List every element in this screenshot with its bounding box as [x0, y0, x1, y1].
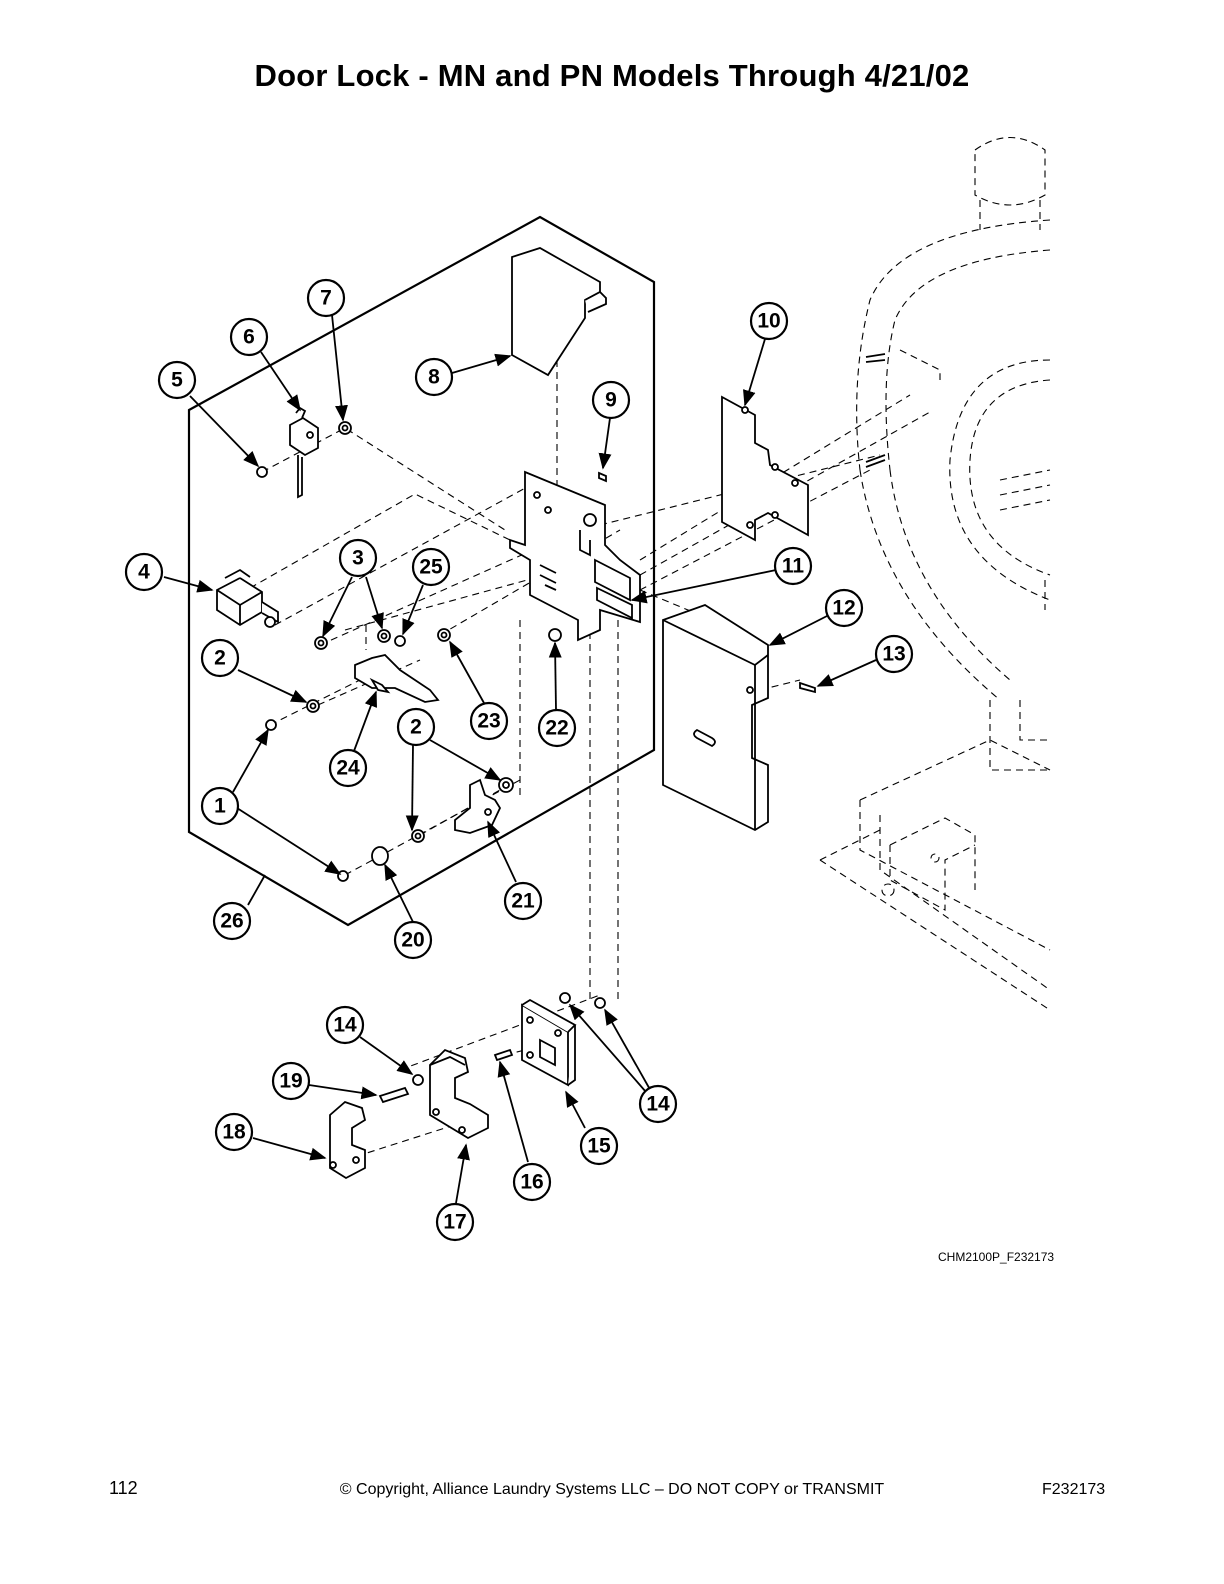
svg-text:2: 2 [410, 716, 422, 739]
part-17-block [429, 1048, 489, 1140]
callout-14-left: 14 [325, 1005, 365, 1045]
svg-text:17: 17 [443, 1211, 466, 1234]
callout-16: 16 [512, 1162, 552, 1202]
part-21-latch-plate [454, 778, 502, 834]
part-11-bracket [509, 470, 641, 642]
svg-text:9: 9 [605, 389, 617, 412]
part-18-block [329, 1100, 367, 1180]
leader-lines [163, 314, 877, 1204]
callout-20: 20 [393, 920, 433, 960]
callout-23: 23 [469, 701, 509, 741]
callout-5: 5 [157, 360, 197, 400]
svg-text:24: 24 [336, 757, 360, 780]
callout-9: 9 [591, 380, 631, 420]
part-12-box [662, 604, 769, 832]
svg-text:12: 12 [832, 597, 855, 620]
page-title: Door Lock - MN and PN Models Through 4/2… [254, 58, 970, 93]
svg-text:20: 20 [401, 929, 424, 952]
callout-19: 19 [271, 1061, 311, 1101]
callout-17: 17 [435, 1202, 475, 1242]
page-number: 112 [109, 1478, 138, 1498]
control-panel [187, 215, 656, 927]
callout-25: 25 [411, 547, 451, 587]
svg-text:4: 4 [138, 561, 150, 584]
machine-outline [819, 137, 1051, 1011]
callout-15: 15 [579, 1126, 619, 1166]
callout-12: 12 [824, 588, 864, 628]
part-24-latch [354, 654, 440, 703]
svg-text:11: 11 [782, 555, 805, 578]
callout-3: 3 [338, 538, 378, 578]
callout-18: 18 [214, 1112, 254, 1152]
svg-text:23: 23 [477, 710, 500, 733]
svg-text:7: 7 [320, 287, 332, 310]
figure-id: CHM2100P_F232173 [938, 1250, 1055, 1264]
part-6-switch [289, 406, 319, 499]
callout-1: 1 [200, 786, 240, 826]
svg-text:5: 5 [171, 369, 183, 392]
svg-text:18: 18 [222, 1121, 246, 1144]
svg-text:15: 15 [587, 1135, 611, 1158]
svg-text:1: 1 [214, 795, 226, 818]
callout-4: 4 [124, 552, 164, 592]
callout-10: 10 [749, 301, 789, 341]
svg-text:14: 14 [333, 1014, 357, 1037]
svg-text:3: 3 [352, 547, 364, 570]
callout-21: 21 [503, 881, 543, 921]
svg-text:22: 22 [545, 717, 568, 740]
callout-11: 11 [773, 546, 813, 586]
callout-14-right: 14 [638, 1084, 678, 1124]
callout-6: 6 [229, 317, 269, 357]
svg-text:19: 19 [279, 1070, 302, 1093]
hardware [256, 353, 886, 1104]
callout-22: 22 [537, 708, 577, 748]
callout-26: 26 [212, 901, 252, 941]
svg-text:16: 16 [520, 1171, 543, 1194]
part-10-plate [721, 395, 809, 542]
callout-2-right: 2 [396, 707, 436, 747]
callout-13: 13 [874, 634, 914, 674]
svg-text:8: 8 [428, 366, 440, 389]
part-8-cover [511, 247, 607, 377]
part-4-solenoid [216, 568, 279, 628]
svg-text:14: 14 [646, 1093, 670, 1116]
callout-24: 24 [328, 748, 368, 788]
svg-text:13: 13 [882, 643, 905, 666]
copyright-notice: © Copyright, Alliance Laundry Systems LL… [339, 1481, 885, 1498]
document-id: F232173 [1042, 1481, 1106, 1498]
svg-text:2: 2 [214, 647, 226, 670]
callout-8: 8 [414, 357, 454, 397]
svg-text:21: 21 [511, 890, 535, 913]
svg-text:26: 26 [220, 910, 243, 933]
part-15-strike [521, 998, 577, 1087]
callout-7: 7 [306, 278, 346, 318]
svg-text:10: 10 [757, 310, 780, 333]
callout-2-left: 2 [200, 638, 240, 678]
svg-text:6: 6 [243, 326, 255, 349]
svg-text:25: 25 [419, 556, 443, 579]
